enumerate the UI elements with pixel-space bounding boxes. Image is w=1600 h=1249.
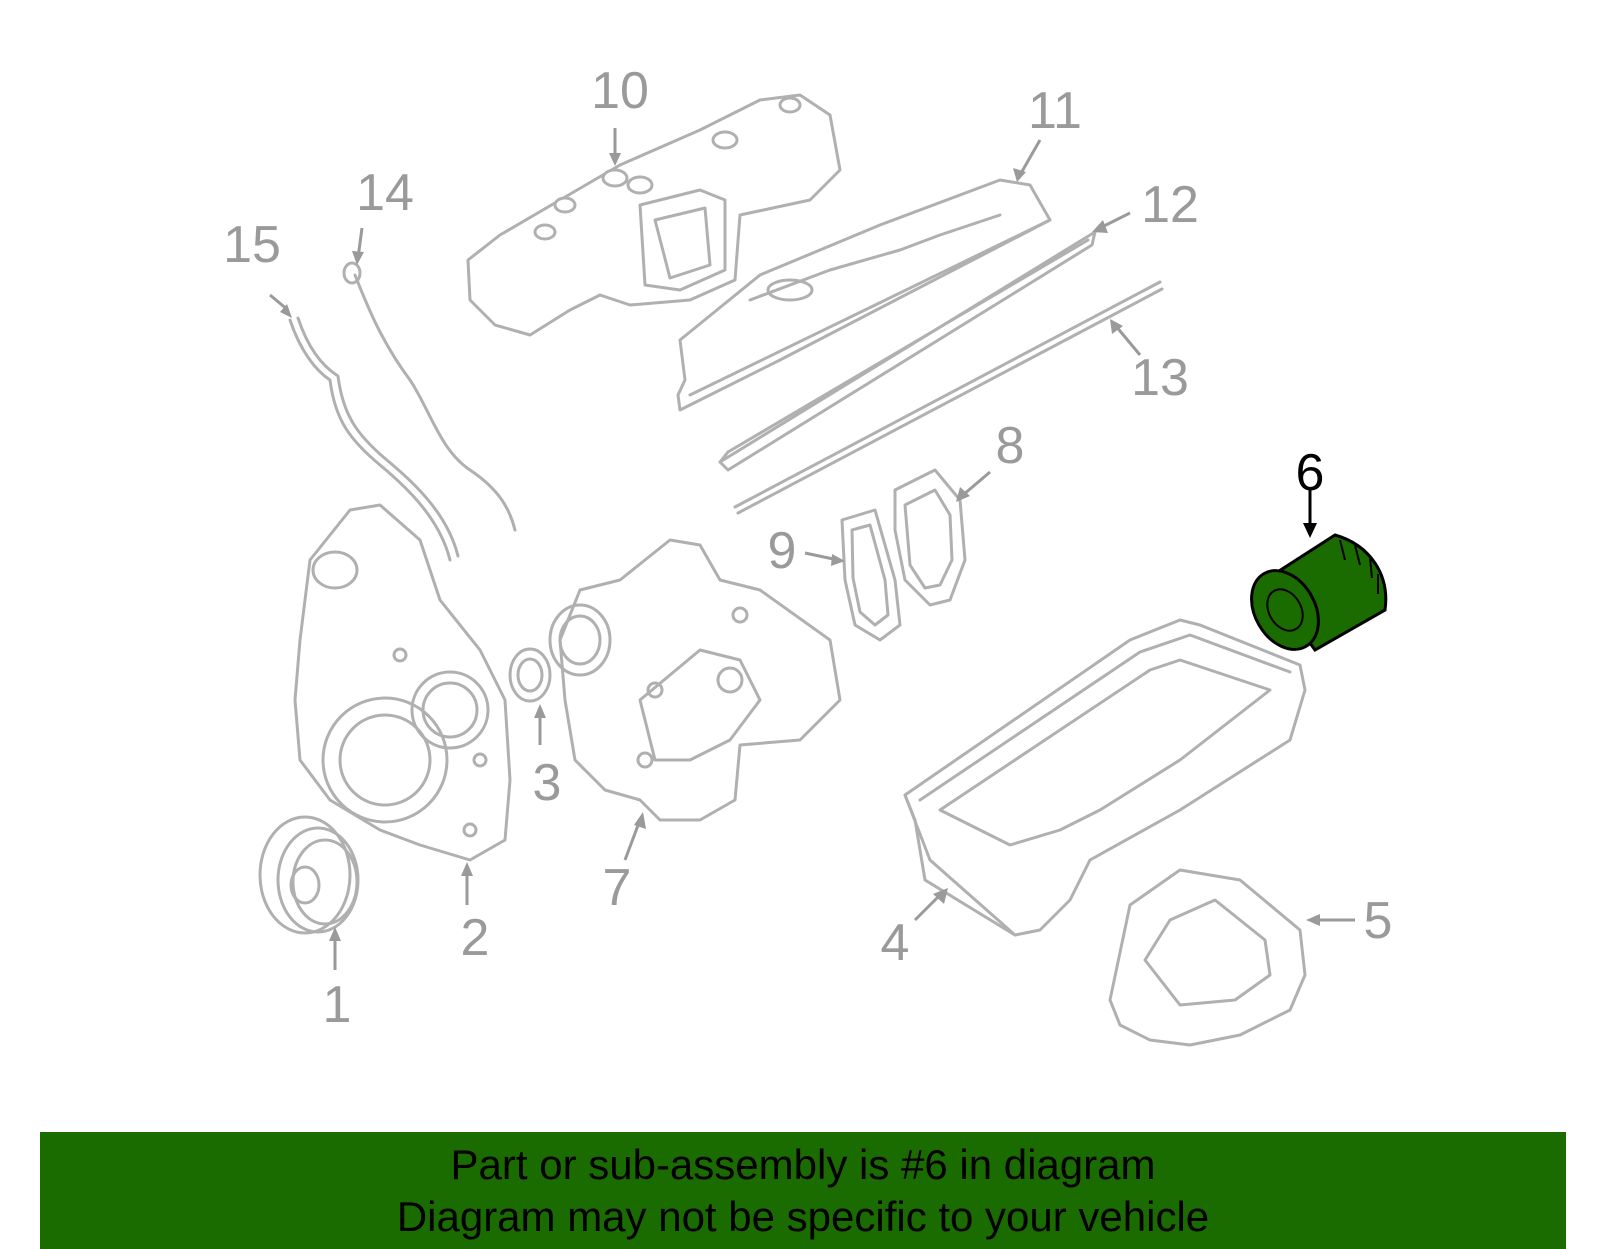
part-5-lower-pan: 5 <box>1108 868 1393 1047</box>
callout-15: 15 <box>223 216 281 274</box>
callout-5: 5 <box>1364 892 1393 950</box>
banner-line-2: Diagram may not be specific to your vehi… <box>396 1192 1210 1240</box>
callout-9: 9 <box>768 522 797 580</box>
callout-7: 7 <box>603 859 632 917</box>
part-8-cover-plate: 8 <box>893 417 1025 607</box>
part-9-gasket: 9 <box>768 508 902 642</box>
part-1-pulley: 1 <box>258 815 360 1034</box>
callout-8: 8 <box>996 417 1025 475</box>
part-4-oil-pan: 4 <box>881 618 1307 972</box>
callout-13: 13 <box>1131 349 1189 407</box>
callout-6: 6 <box>1296 444 1325 502</box>
info-banner: Part or sub-assembly is #6 in diagram Di… <box>40 1132 1566 1249</box>
callout-14: 14 <box>356 164 414 222</box>
part-10-intake-manifold: 10 <box>466 62 842 337</box>
part-11-cover: 11 <box>676 82 1082 412</box>
part-12-gasket: 12 <box>718 176 1199 472</box>
callout-12: 12 <box>1141 176 1199 234</box>
callout-11: 11 <box>1028 82 1082 140</box>
part-3-seal: 3 <box>508 647 562 812</box>
part-7-oil-pump-housing: 7 <box>548 538 842 917</box>
part-14-dipstick-tube: 14 <box>342 164 517 532</box>
part-6-oil-filter: 6 <box>1250 444 1388 652</box>
callout-10: 10 <box>591 62 649 120</box>
banner-line-1: Part or sub-assembly is #6 in diagram <box>450 1140 1156 1188</box>
callout-4: 4 <box>881 914 910 972</box>
callout-2: 2 <box>461 909 490 967</box>
part-15-dipstick: 15 <box>223 216 460 562</box>
callout-1: 1 <box>323 976 352 1034</box>
part-13-seal-strip: 13 <box>733 280 1189 515</box>
callout-3: 3 <box>533 754 562 812</box>
part-2-timing-cover: 2 <box>293 503 512 967</box>
